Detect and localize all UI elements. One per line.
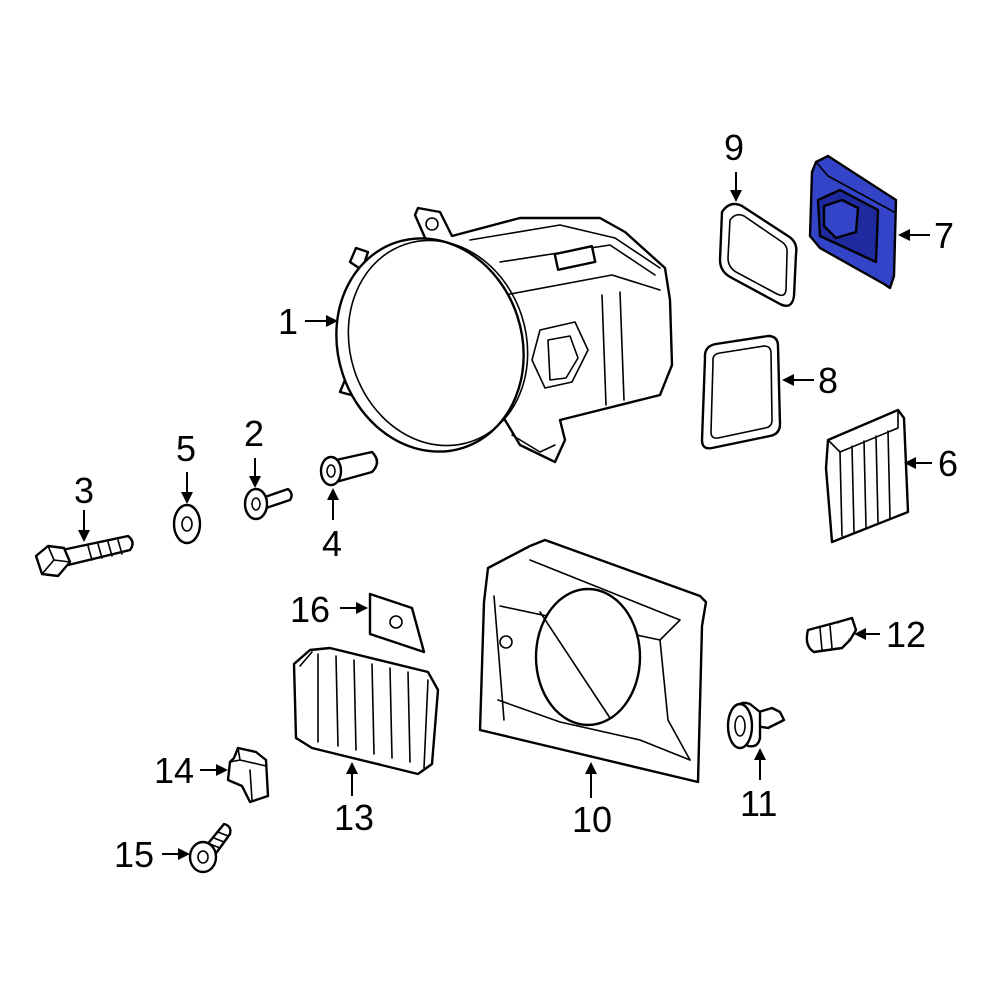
callout-number-2[interactable]: 2 — [244, 413, 264, 454]
part-5-washer[interactable] — [172, 503, 202, 545]
callout-arrow-15 — [162, 848, 190, 860]
callout-arrow-6 — [904, 457, 932, 469]
callout-number-12[interactable]: 12 — [886, 614, 926, 655]
callout-number-8[interactable]: 8 — [818, 360, 838, 401]
part-3-bolt[interactable] — [34, 534, 134, 578]
callout-number-10[interactable]: 10 — [572, 799, 612, 840]
callout-arrows — [78, 172, 932, 860]
callout-number-3[interactable]: 3 — [74, 470, 94, 511]
part-8-gasket[interactable] — [700, 334, 782, 450]
callout-arrow-10 — [585, 762, 597, 798]
part-12-clip[interactable] — [805, 616, 858, 654]
callout-arrow-7 — [898, 229, 930, 241]
callout-numbers: 1 2 3 4 5 6 7 8 9 10 11 12 13 14 15 16 — [74, 127, 958, 875]
part-14-bracket[interactable] — [226, 746, 270, 804]
part-7-connector — [822, 198, 860, 240]
part-13-cover[interactable] — [292, 646, 440, 776]
part-11-retainer[interactable] — [726, 701, 786, 750]
part-15-screw[interactable] — [188, 822, 232, 874]
callout-arrow-1 — [305, 315, 338, 327]
part-7-control-module[interactable] — [808, 154, 898, 290]
callout-number-11[interactable]: 11 — [740, 783, 777, 824]
part-9-gasket[interactable] — [718, 202, 798, 307]
callout-arrow-11 — [754, 748, 766, 780]
callout-number-4[interactable]: 4 — [322, 523, 342, 564]
callout-number-13[interactable]: 13 — [334, 797, 374, 838]
callout-arrow-2 — [249, 458, 261, 488]
part-6-vent-cover[interactable] — [824, 408, 910, 544]
callout-arrow-4 — [327, 488, 339, 520]
part-4-sleeve[interactable] — [319, 450, 379, 487]
callout-arrow-12 — [854, 628, 880, 640]
callout-number-7[interactable]: 7 — [934, 215, 954, 256]
part-10-bracket[interactable] — [478, 538, 708, 784]
part-16-label[interactable] — [368, 592, 426, 654]
part-1-headlamp-assembly[interactable] — [309, 206, 674, 476]
callout-arrow-3 — [78, 510, 90, 542]
callout-arrow-5 — [181, 472, 193, 504]
callout-arrow-13 — [346, 762, 358, 796]
callout-number-14[interactable]: 14 — [154, 750, 194, 791]
callout-number-15[interactable]: 15 — [114, 834, 154, 875]
callout-number-6[interactable]: 6 — [938, 443, 958, 484]
callout-arrow-16 — [340, 602, 368, 614]
callout-number-16[interactable]: 16 — [290, 589, 330, 630]
callout-number-5[interactable]: 5 — [176, 428, 196, 469]
callout-arrow-8 — [782, 374, 814, 386]
callout-arrow-14 — [200, 764, 228, 776]
callout-number-9[interactable]: 9 — [724, 127, 744, 168]
callout-number-1[interactable]: 1 — [278, 301, 298, 342]
callout-arrow-9 — [730, 172, 742, 202]
part-2-screw[interactable] — [243, 487, 293, 521]
